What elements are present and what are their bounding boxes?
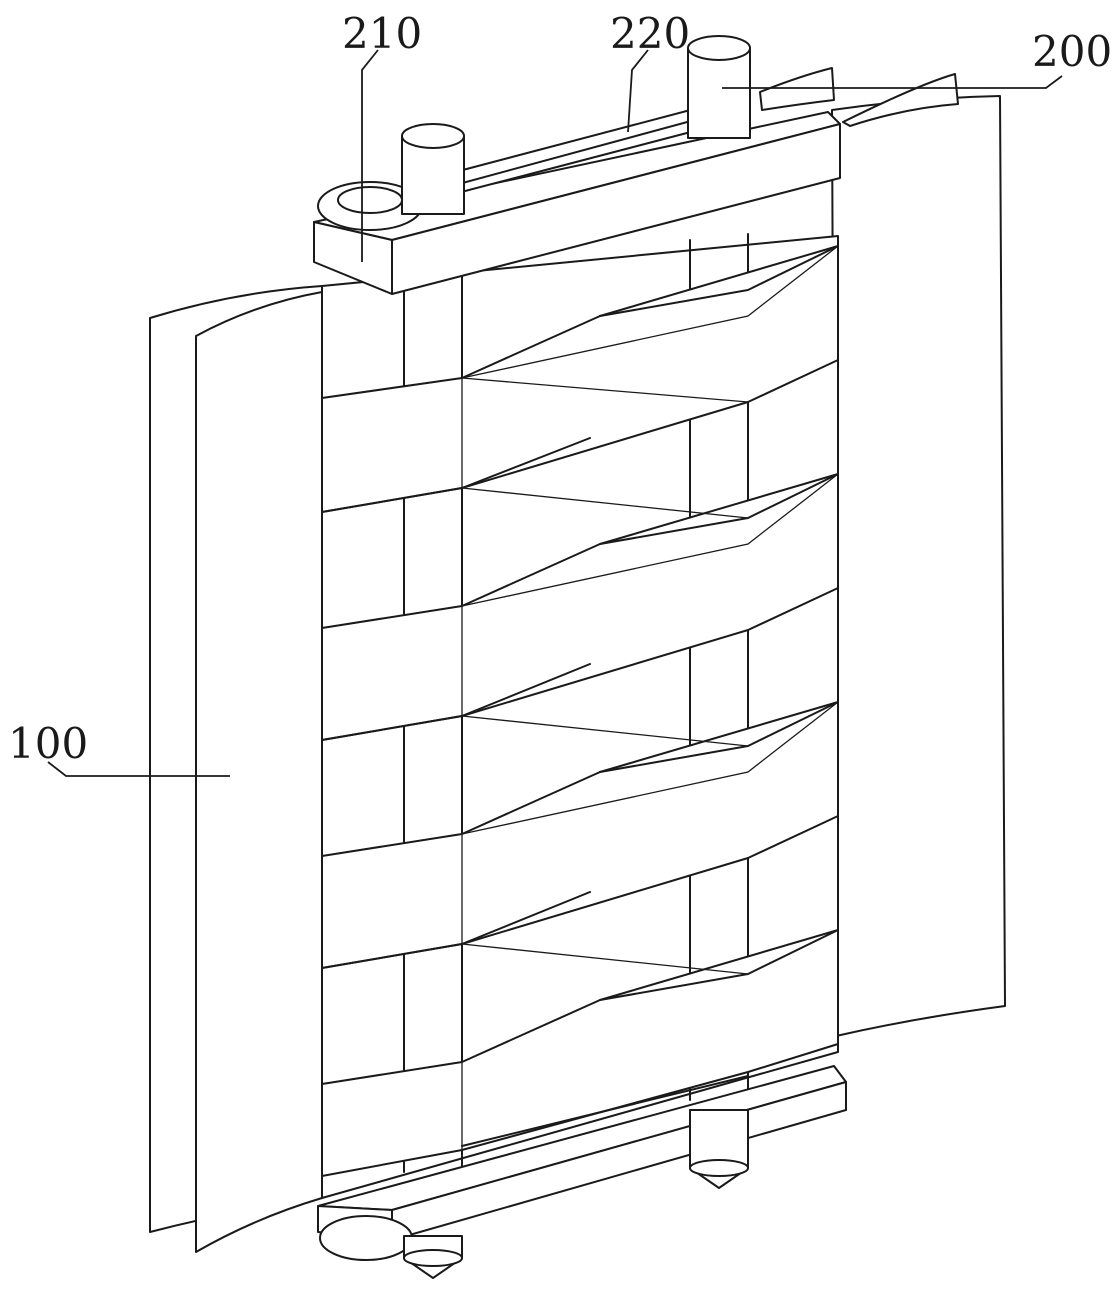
right-panel [759,67,1006,1037]
leader-200 [722,75,1063,89]
bottom-pin-right [689,1109,749,1189]
callout-100: 100 [8,719,88,768]
callout-labels: 210 220 200 100 [8,9,1112,768]
leader-210 [361,49,379,262]
left-panel [149,285,323,1253]
top-cylinder-left [401,123,465,215]
leader-100 [47,761,230,777]
leader-lines [47,49,1063,777]
top-cylinder-right [687,35,751,139]
callout-220: 220 [610,9,690,58]
leader-220 [627,49,649,133]
callout-200: 200 [1032,27,1112,76]
blade-stack [321,245,839,1177]
bottom-pin-left [403,1235,463,1279]
callout-210: 210 [342,9,422,58]
bottom-crank-disk [319,1215,413,1261]
crank-disk-210 [317,181,423,231]
